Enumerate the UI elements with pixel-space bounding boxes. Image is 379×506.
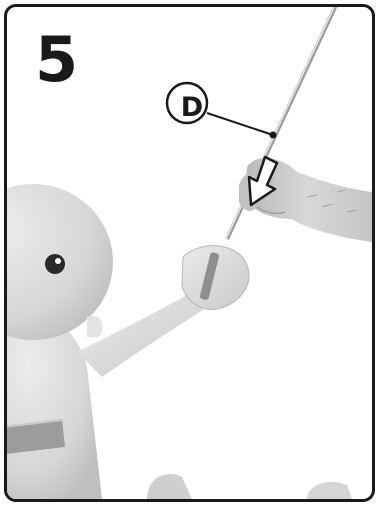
toy-figure-illustration bbox=[7, 184, 352, 499]
instruction-panel: 5 D bbox=[4, 4, 375, 502]
step-number: 5 bbox=[35, 29, 78, 91]
callout-label: D bbox=[174, 93, 210, 123]
figure-eye bbox=[45, 254, 65, 274]
